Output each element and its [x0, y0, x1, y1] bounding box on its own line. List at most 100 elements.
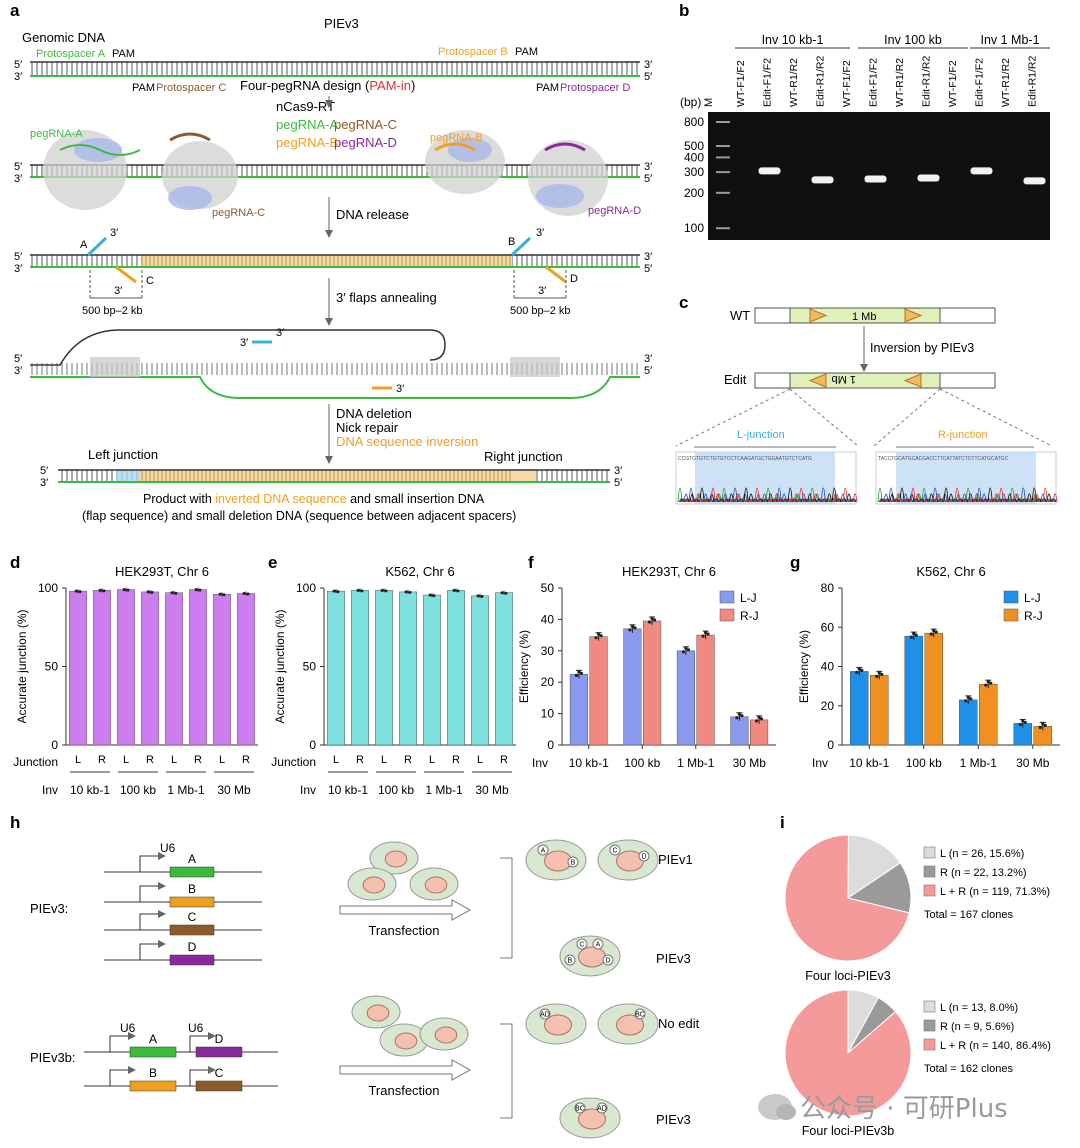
data-point [360, 589, 364, 593]
bp-unit-label: (bp) [680, 95, 701, 109]
data-point [218, 592, 222, 596]
data-point [452, 588, 456, 592]
flap-d-label: D [570, 273, 578, 285]
panel-a: PIEv3 Genomic DNA Protospacer A PAM Prot… [14, 16, 652, 523]
end-3-d2: 3′ [644, 353, 652, 365]
ladder-label: 300 [684, 165, 704, 179]
gene-box-B [129, 1080, 177, 1092]
end-5-b2: 5′ [644, 173, 652, 185]
legend-swatch [1003, 590, 1019, 604]
gene-label: D [188, 940, 197, 954]
data-point [98, 588, 102, 592]
outcome-piev1: PIEv1 [658, 852, 693, 867]
bar [375, 590, 393, 746]
nucleus [362, 876, 386, 894]
nucleus [424, 876, 448, 894]
pegrna-marker-label: D [641, 854, 646, 861]
data-point [647, 620, 652, 624]
wechat-icon [758, 1093, 796, 1120]
annealed-bottom-strand [30, 376, 640, 399]
end-3-b1: 3′ [14, 173, 22, 185]
nick-repair-label: Nick repair [336, 420, 399, 435]
data-point [855, 670, 859, 675]
bar [351, 590, 369, 746]
inv-group-label: 1 Mb-1 [167, 783, 205, 797]
x-tick-label: 10 kb-1 [569, 756, 609, 770]
y-tick-label: 50 [541, 581, 555, 595]
junction-tick-label: L [381, 754, 387, 766]
nucleus [384, 850, 408, 868]
pegrna-marker-label: D [605, 958, 610, 965]
bar [189, 589, 207, 746]
bar [327, 590, 345, 746]
protospacer-a-label: Protospacer A [36, 48, 106, 60]
pegrna-marker [596, 1102, 608, 1114]
y-tick-label: 60 [821, 620, 835, 634]
legend-swatch [923, 865, 936, 878]
bar [676, 650, 695, 746]
data-point [336, 590, 340, 594]
chart-title: HEK293T, Chr 6 [622, 564, 716, 579]
ladder-label: 100 [684, 221, 704, 235]
flap-b-end: 3′ [536, 227, 544, 239]
y-tick-label: 0 [309, 738, 316, 752]
gel-lane-label: Edit-R1/R2 [815, 55, 827, 107]
pegrna-a-tag: pegRNA-A [30, 128, 83, 140]
end-5-b1: 5′ [14, 161, 22, 173]
transfection-arrow [339, 1059, 472, 1081]
junction-tick-label: L [429, 754, 435, 766]
data-point [857, 667, 861, 671]
junction-row-label: Junction [13, 755, 58, 769]
bar [623, 628, 642, 746]
gene-box-B [169, 896, 215, 908]
bar [165, 592, 183, 746]
data-point [686, 648, 691, 652]
junction-tick-label: R [98, 754, 106, 766]
data-point [932, 629, 936, 633]
pegrna-marker [609, 844, 621, 856]
protospacer-d-label: Protospacer D [560, 82, 630, 94]
data-point [170, 591, 174, 595]
marker-lane-label: M [703, 98, 715, 107]
pegrna-marker-label: A [541, 848, 546, 855]
pegrna-a-legend: pegRNA-A [276, 117, 338, 132]
bar [643, 620, 662, 746]
flap-c-label: C [146, 275, 154, 287]
data-point [122, 588, 126, 592]
pegrna-marker-label: B [571, 860, 576, 867]
legend-swatch [719, 590, 735, 604]
pam-label-c: PAM [132, 82, 155, 94]
ladder-band [716, 171, 730, 174]
data-point [500, 591, 504, 595]
data-point [754, 719, 759, 723]
pegrna-marker-label: B [568, 958, 573, 965]
pam-label-b: PAM [515, 46, 538, 58]
data-point [78, 590, 82, 594]
end-5-a2: 5′ [644, 71, 652, 83]
bar [399, 591, 417, 746]
gel-lane-label: Edit-R1/R2 [1027, 55, 1039, 107]
outcome-piev3: PIEv3 [656, 951, 691, 966]
junction-tick-label: R [500, 754, 508, 766]
inv-group-label: 100 kb [120, 783, 156, 797]
y-tick-label: 40 [821, 660, 835, 674]
data-point [912, 631, 916, 636]
pegrna-marker [576, 938, 588, 950]
gel-lane-label: WT-R1/R2 [788, 58, 800, 107]
pegrna-marker-label: C [579, 942, 584, 949]
y-tick-label: 10 [541, 707, 555, 721]
junction-tick-label: R [242, 754, 250, 766]
x-tick-label: 30 Mb [1016, 756, 1050, 770]
flap-d-end: 3′ [538, 285, 546, 297]
pegrna-marker-label: A [596, 942, 601, 949]
pegrna-d-legend: pegRNA-D [334, 135, 397, 150]
pegrna-d-tag: pegRNA-D [588, 205, 641, 217]
pie-legend-label: R (n = 9, 5.6%) [940, 1021, 1014, 1033]
inv-row-label: Inv [300, 783, 316, 797]
chart-title: HEK293T, Chr 6 [115, 564, 209, 579]
data-point [476, 594, 480, 598]
junction-tick-label: L [123, 754, 129, 766]
legend-label: R-J [1024, 609, 1043, 623]
x-tick-label: 100 kb [624, 756, 660, 770]
